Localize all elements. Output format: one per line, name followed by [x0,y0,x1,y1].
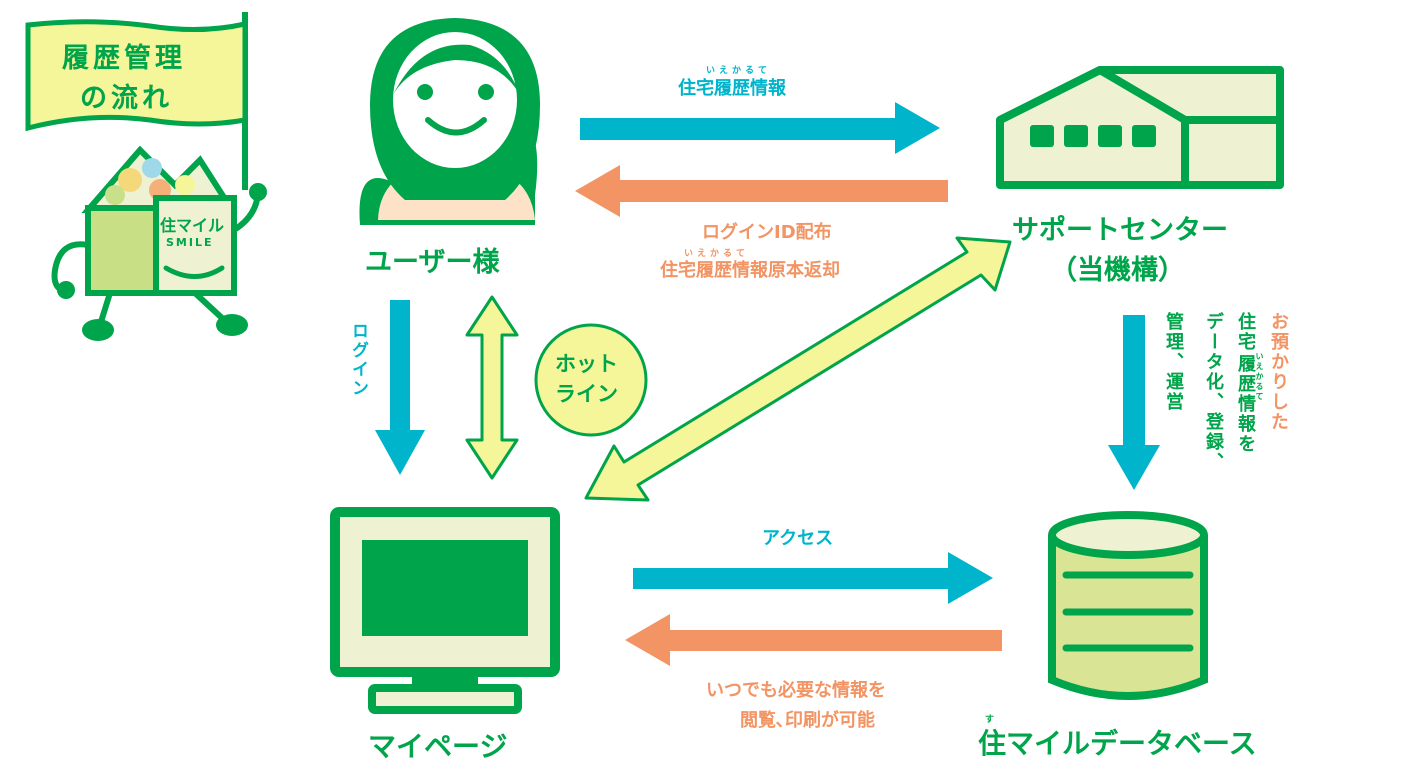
node-user-label: ユーザー様 [365,247,500,278]
mascot-logo-text: 住マイル [160,216,225,235]
edge-history-info-label: 住宅履歴情報 [678,78,786,99]
monitor-icon [330,507,560,714]
center-desc-col2-ruby: いえかるて [1255,352,1264,402]
flag-title-line1: 履歴管理 [62,43,186,74]
support-center-building-icon [996,66,1284,189]
node-support-sublabel: （当機構） [1050,255,1185,286]
hotline-badge [534,323,648,437]
edge-login-label: ログイン [348,322,368,398]
user-icon [359,18,540,225]
edge-login-id-label: ログインID配布 [702,222,832,243]
hotline-label-line1: ホット [555,352,618,376]
database-icon [1048,511,1208,700]
mascot-logo-sub: SMILE [166,236,214,249]
node-database-label: 住マイルデータベース [978,727,1257,760]
arrow-hotline [465,295,519,480]
center-desc-col4: 管理、運営 [1163,312,1184,412]
node-support-label: サポートセンター [1012,215,1228,246]
edge-login-id-ruby: いえかるて [684,249,750,259]
hotline-label-line2: ライン [555,382,618,406]
arrow-access [633,552,993,604]
center-desc-col1: お預かりした [1268,312,1289,432]
center-desc-col3: データ化、登録、 [1203,312,1224,472]
edge-access-label: アクセス [762,528,834,549]
edge-print-label: 閲覧､印刷が可能 [740,710,875,731]
center-desc-col2a: 住宅 [1235,312,1256,352]
edge-history-info-ruby: いえかるて [706,66,772,76]
arrow-login [375,300,425,475]
center-desc-col2b: 履歴情報を [1235,354,1256,454]
mascot-house-icon [51,145,267,341]
edge-original-return-label: 住宅履歴情報原本返却 [660,260,840,281]
arrow-support-mypage [584,236,1012,502]
edge-view-label: いつでも必要な情報を [706,680,886,701]
node-database-ruby: す [985,715,995,725]
arrow-data-register [1108,315,1160,490]
mascot-flag [25,12,248,190]
node-mypage-label: マイページ [368,730,508,763]
flag-title-line2: の流れ [80,83,173,114]
arrow-view-print [625,614,1002,666]
arrow-login-id [575,165,948,217]
arrow-history-info [580,102,940,154]
